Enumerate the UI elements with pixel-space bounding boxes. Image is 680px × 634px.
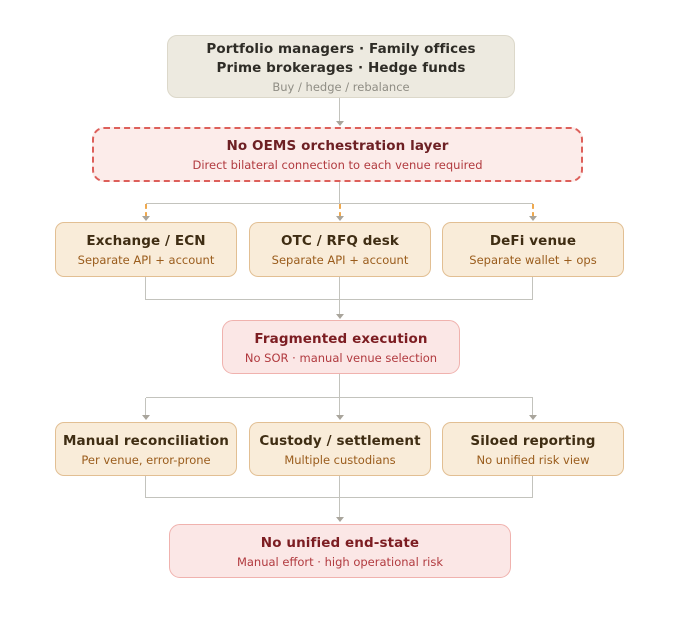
connector-ops-mid-down [339, 398, 340, 415]
venue-title: Exchange / ECN [86, 233, 206, 249]
connector-ops-stem [339, 374, 340, 398]
connector-execution-stem [339, 300, 340, 315]
connector-endstate-stem [339, 498, 340, 518]
source-subtitle: Buy / hedge / rebalance [272, 79, 410, 94]
ops-title: Siloed reporting [470, 432, 596, 449]
venue-subtitle: Separate API + account [271, 253, 409, 267]
venue-node-exchange: Exchange / ECN Separate API + account [55, 222, 237, 277]
endstate-subtitle: Manual effort · high operational risk [236, 554, 444, 569]
oems-gap-node: No OEMS orchestration layer Direct bilat… [92, 127, 583, 182]
arrowhead-icon [142, 216, 150, 221]
connector-dashed-mid [339, 204, 341, 217]
arrowhead-icon [336, 415, 344, 420]
connector-dashed-right [532, 204, 534, 217]
arrowhead-icon [336, 314, 344, 319]
source-node: Portfolio managers · Family offices Prim… [167, 35, 515, 98]
ops-title: Manual reconciliation [63, 432, 229, 449]
oems-gap-subtitle: Direct bilateral connection to each venu… [192, 158, 483, 172]
venue-title: DeFi venue [489, 233, 577, 249]
connector-venue-mid-down [339, 277, 340, 300]
oems-gap-title: No OEMS orchestration layer [226, 138, 449, 154]
connector-ops-left-down [145, 398, 146, 415]
venue-node-defi: DeFi venue Separate wallet + ops [442, 222, 624, 277]
arrowhead-icon [529, 216, 537, 221]
arrowhead-icon [336, 216, 344, 221]
ops-subtitle: Per venue, error-prone [81, 452, 211, 467]
connector-ops-right-down [532, 398, 533, 415]
source-title-line1: Portfolio managers · Family offices [206, 40, 476, 57]
endstate-title: No unified end-state [260, 534, 420, 551]
arrowhead-icon [142, 415, 150, 420]
arrowhead-icon [336, 121, 344, 126]
connector-end-left-down [145, 476, 146, 498]
connector-source-gap [339, 98, 340, 122]
endstate-node: No unified end-state Manual effort · hig… [169, 524, 511, 578]
connector-ops-rail [146, 397, 533, 398]
connector-end-right-down [532, 476, 533, 498]
venue-subtitle: Separate API + account [77, 253, 215, 267]
connector-end-mid-down [339, 476, 340, 498]
connector-execution-rail [146, 299, 533, 300]
connector-endstate-rail [146, 497, 533, 498]
ops-subtitle: Multiple custodians [284, 452, 396, 467]
connector-dashed-left [145, 204, 147, 217]
connector-venue-right-down [532, 277, 533, 300]
venue-title: OTC / RFQ desk [281, 233, 399, 249]
venue-node-otc: OTC / RFQ desk Separate API + account [249, 222, 431, 277]
arrowhead-icon [336, 517, 344, 522]
connector-venue-left-down [145, 277, 146, 300]
arrowhead-icon [529, 415, 537, 420]
connector-venues-rail [146, 203, 533, 204]
connector-gap-stem [339, 182, 340, 204]
execution-node: Fragmented execution No SOR · manual ven… [222, 320, 460, 374]
ops-title: Custody / settlement [259, 432, 421, 449]
ops-node-reporting: Siloed reporting No unified risk view [442, 422, 624, 476]
venue-subtitle: Separate wallet + ops [469, 253, 597, 267]
execution-subtitle: No SOR · manual venue selection [244, 350, 438, 365]
ops-node-reconciliation: Manual reconciliation Per venue, error-p… [55, 422, 237, 476]
execution-title: Fragmented execution [254, 330, 428, 347]
ops-node-custody: Custody / settlement Multiple custodians [249, 422, 431, 476]
ops-subtitle: No unified risk view [476, 452, 590, 467]
source-title-line2: Prime brokerages · Hedge funds [216, 59, 466, 76]
